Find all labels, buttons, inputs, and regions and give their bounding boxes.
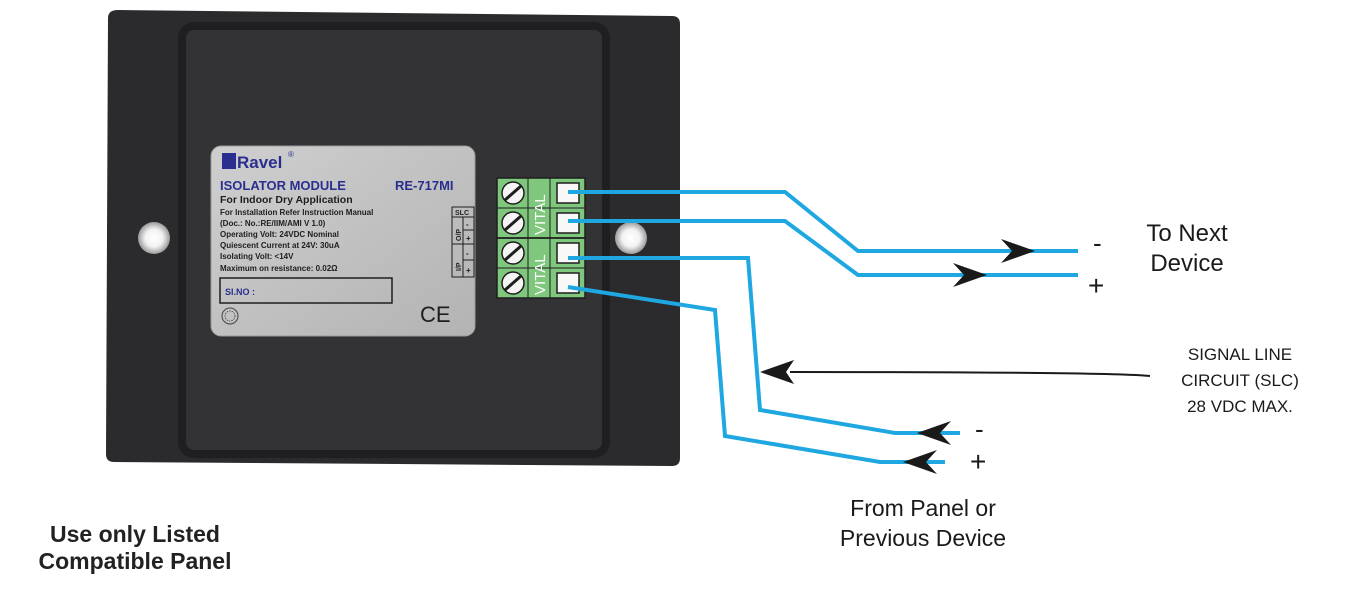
serial-label: SI.NO : — [225, 287, 255, 297]
ce-mark: CE — [420, 302, 451, 327]
arrow-right-icon — [953, 263, 987, 287]
terminal-screw-icon — [501, 271, 525, 295]
arrow-left-icon — [917, 421, 951, 445]
slc-terminal-legend: SLC O/P I/P - + - + — [451, 206, 475, 278]
to-next-device-caption: To Next Device — [1122, 219, 1252, 279]
compatibility-line1: Use only Listed — [50, 521, 220, 547]
slc-caption-line2: CIRCUIT (SLC) — [1181, 371, 1299, 390]
product-label: Ravel ® ISOLATOR MODULE RE-717MI For Ind… — [210, 145, 476, 337]
slc-header: SLC — [455, 210, 469, 217]
vital-label-bottom: VITAL — [532, 254, 549, 295]
spec-line: Operating Volt: 24VDC Nominal — [220, 230, 339, 239]
serial-box — [219, 277, 393, 304]
wire-out-minus — [568, 190, 1078, 253]
op-plus-symbol: + — [466, 234, 471, 243]
to-next-device-line2: Device — [1150, 250, 1224, 277]
ip-label: I/P — [456, 262, 463, 271]
spec-line: For Indoor Dry Application — [220, 194, 353, 206]
output-minus-sign: - — [1093, 228, 1102, 258]
from-panel-line1: From Panel or — [850, 495, 996, 521]
op-label: O/P — [456, 229, 463, 241]
mounting-hole-left — [138, 222, 170, 254]
ip-minus-symbol: - — [466, 249, 469, 258]
vital-label-top: VITAL — [532, 194, 549, 235]
op-minus-symbol: - — [466, 220, 469, 229]
output-plus-sign: + — [1088, 270, 1105, 301]
from-panel-line2: Previous Device — [839, 525, 1007, 551]
approval-seal-icon — [221, 307, 239, 325]
product-name: ISOLATOR MODULE — [220, 178, 346, 193]
mounting-hole-right — [615, 222, 647, 254]
slc-caption-line1: SIGNAL LINE — [1187, 345, 1293, 364]
brand-name: Ravel — [237, 153, 282, 172]
trademark-symbol: ® — [288, 150, 294, 159]
to-next-device-line1: To Next — [1146, 220, 1228, 247]
slc-pointer-arrow-icon — [760, 360, 1151, 384]
slc-caption: SIGNAL LINE CIRCUIT (SLC) 28 VDC MAX. — [1150, 342, 1330, 420]
input-minus-sign: - — [975, 414, 984, 444]
spec-line: Maximum on resistance: 0.02Ω — [220, 264, 338, 273]
spec-line: (Doc.: No.:RE/IIM/AMI V 1.0) — [220, 219, 326, 228]
terminal-block: VITAL VITAL — [496, 177, 586, 299]
terminal-screw-icon — [501, 241, 525, 265]
ip-plus-symbol: + — [466, 266, 471, 275]
compatibility-line2: Compatible Panel — [38, 548, 232, 574]
ravel-logo-icon — [222, 153, 236, 169]
direction-arrows — [903, 239, 1035, 474]
from-panel-caption: From Panel or Previous Device — [808, 493, 1038, 553]
spec-line: For Installation Refer Instruction Manua… — [220, 208, 373, 217]
wire-in-minus — [568, 256, 960, 435]
module-housing — [106, 10, 680, 466]
terminal-screw-icon — [501, 211, 525, 235]
input-plus-sign: + — [970, 446, 987, 477]
spec-line: Isolating Volt: <14V — [220, 252, 294, 261]
compatibility-warning: Use only Listed Compatible Panel — [12, 521, 258, 575]
wire-in-plus — [567, 285, 945, 464]
spec-line: Quiescent Current at 24V: 30uA — [220, 241, 340, 250]
arrow-right-icon — [1001, 239, 1035, 263]
arrow-left-icon — [903, 450, 937, 474]
terminal-screw-icon — [501, 181, 525, 205]
slc-caption-line3: 28 VDC MAX. — [1187, 397, 1293, 416]
model-number: RE-717MI — [395, 178, 454, 193]
